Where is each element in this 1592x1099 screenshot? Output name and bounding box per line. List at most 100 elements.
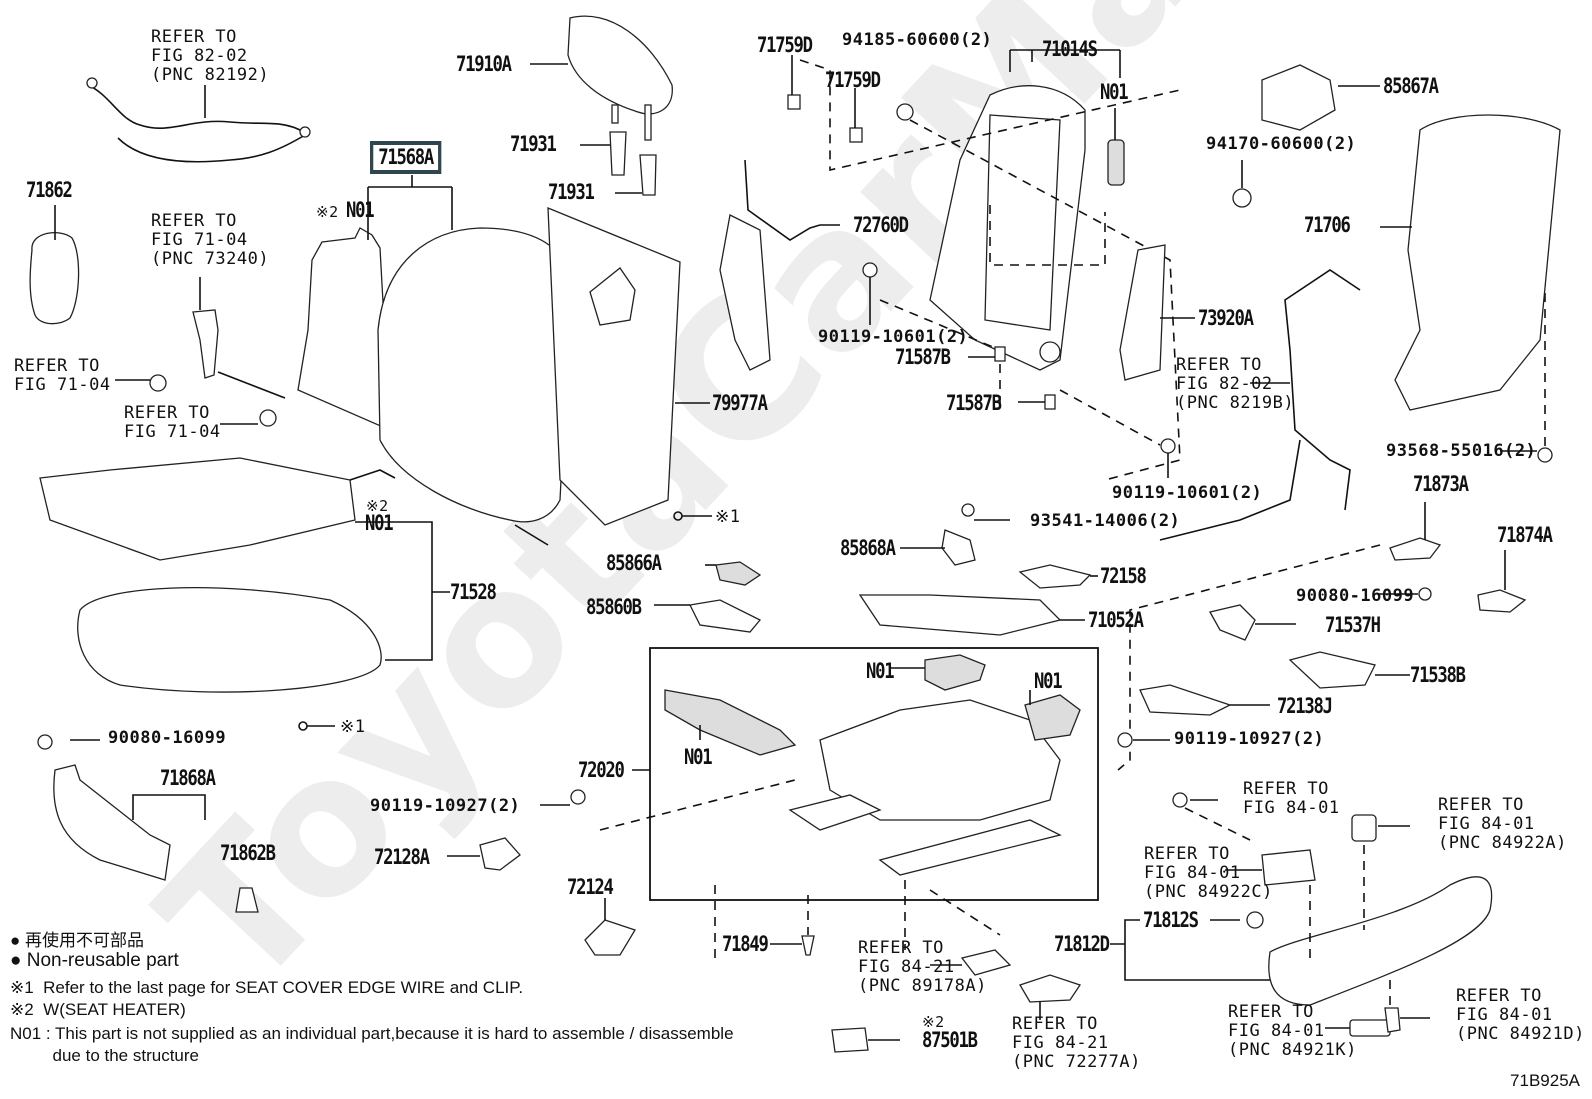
part-shield-71868A [53, 764, 171, 881]
part-label-72020[interactable]: 72020 [578, 758, 625, 782]
ref-fig-84-21-pnc-72277A[interactable]: REFER TO FIG 84-21 (PNC 72277A) [1012, 1014, 1141, 1072]
part-back-heater-n01 [297, 227, 391, 432]
heater-mark-87501B: ※2 [922, 1013, 945, 1031]
part-label-n01-cushion[interactable]: N01 [365, 511, 394, 535]
ref-fig-84-01-pnc-84921D[interactable]: REFER TO FIG 84-01 (PNC 84921D) [1456, 986, 1585, 1044]
ref-fig-71-04-pnc-73240[interactable]: REFER TO FIG 71-04 (PNC 73240) [151, 211, 270, 269]
ref-fig-82-02-pnc-8219B[interactable]: REFER TO FIG 82-02 (PNC 8219B) [1176, 355, 1295, 413]
part-switch-base-85860B [689, 599, 762, 633]
part-back-panel-71706 [1394, 114, 1561, 411]
part-label-71812S[interactable]: 71812S [1143, 908, 1199, 932]
part-label-n01-motor-a[interactable]: N01 [866, 659, 895, 683]
part-label-94170-60600[interactable]: 94170-60600(2) [1206, 134, 1357, 154]
part-label-71868A[interactable]: 71868A [160, 766, 216, 790]
part-label-71931-a[interactable]: 71931 [510, 132, 557, 156]
part-motor-n01-b [1024, 694, 1081, 741]
part-label-71874A[interactable]: 71874A [1497, 523, 1553, 547]
part-label-71849[interactable]: 71849 [722, 932, 769, 956]
part-label-71931-b[interactable]: 71931 [548, 180, 595, 204]
legend-note-2: ※2 W(SEAT HEATER) [10, 1000, 186, 1019]
part-label-87501B[interactable]: 87501B [922, 1028, 978, 1052]
part-connector-89178A [960, 949, 1012, 976]
part-label-71052A[interactable]: 71052A [1088, 608, 1144, 632]
part-label-72760D[interactable]: 72760D [853, 213, 909, 237]
part-nut-94185 [896, 103, 914, 121]
part-label-71873A[interactable]: 71873A [1413, 472, 1469, 496]
part-label-72124[interactable]: 72124 [567, 875, 614, 899]
part-label-71538B[interactable]: 71538B [1410, 663, 1466, 687]
clip-note-mark-b: ※1 [340, 717, 366, 737]
part-label-72138J[interactable]: 72138J [1277, 694, 1333, 718]
part-label-94185-60600[interactable]: 94185-60600(2) [842, 30, 993, 50]
part-knob-84921D [1384, 1007, 1401, 1033]
legend-n01-note: N01 : This part is not supplied as an in… [10, 1024, 734, 1065]
part-label-71587B-a[interactable]: 71587B [895, 345, 951, 369]
adjuster-group-box [649, 647, 1099, 901]
part-label-71528[interactable]: 71528 [450, 580, 497, 604]
part-label-n01-motor-b[interactable]: N01 [1034, 669, 1063, 693]
part-connector-72277A [1019, 974, 1082, 1003]
part-label-71706[interactable]: 71706 [1304, 213, 1351, 237]
part-label-90119-10601-a[interactable]: 90119-10601(2) [818, 327, 969, 347]
part-label-n01-backpad[interactable]: N01 [346, 198, 375, 222]
part-label-72158[interactable]: 72158 [1100, 564, 1147, 588]
ref-fig-84-21-pnc-89178A[interactable]: REFER TO FIG 84-21 (PNC 89178A) [858, 938, 987, 996]
part-seatbelt-buckle [115, 277, 286, 427]
part-label-71862[interactable]: 71862 [26, 178, 73, 202]
part-label-71568A-highlighted[interactable]: 71568A [370, 141, 442, 174]
part-screw-84-01 [1172, 792, 1188, 808]
part-label-93568-55016[interactable]: 93568-55016(2) [1386, 441, 1537, 461]
part-label-85868A[interactable]: 85868A [840, 536, 896, 560]
part-label-n01-motor-c[interactable]: N01 [684, 745, 713, 769]
part-cushion-heater-n01 [39, 457, 356, 561]
legend-note-1: ※1 Refer to the last page for SEAT COVER… [10, 978, 524, 997]
part-label-85866A[interactable]: 85866A [606, 551, 662, 575]
part-label-90080-16099-a[interactable]: 90080-16099 [108, 728, 227, 748]
part-side-shield-71812D [1268, 876, 1493, 1006]
ref-fig-71-04-a[interactable]: REFER TO FIG 71-04 [14, 356, 111, 395]
part-label-72128A[interactable]: 72128A [374, 845, 430, 869]
part-bolt-90119-10601-b [1160, 438, 1176, 454]
part-label-90119-10601-b[interactable]: 90119-10601(2) [1112, 483, 1263, 503]
illustration-code: 71B925A [1510, 1071, 1580, 1090]
part-bolt-90119-10601-a [862, 262, 878, 278]
part-label-71014S[interactable]: 71014S [1042, 37, 1098, 61]
ref-fig-84-01-pnc-84921K[interactable]: REFER TO FIG 84-01 (PNC 84921K) [1228, 1002, 1357, 1060]
part-label-n01-frame[interactable]: N01 [1100, 80, 1129, 104]
part-label-93541-14006[interactable]: 93541-14006(2) [1030, 511, 1181, 531]
part-label-90119-10927-a[interactable]: 90119-10927(2) [1174, 729, 1325, 749]
part-label-85860B[interactable]: 85860B [586, 595, 642, 619]
ref-fig-82-02-pnc-82192[interactable]: REFER TO FIG 82-02 (PNC 82192) [151, 27, 270, 85]
part-motor-n01-c [664, 689, 797, 756]
part-label-90119-10927-b[interactable]: 90119-10927(2) [370, 796, 521, 816]
part-label-71759D-b[interactable]: 71759D [825, 68, 881, 92]
part-recliner-72760D [719, 214, 771, 371]
ref-fig-84-01-pnc-84922C[interactable]: REFER TO FIG 84-01 (PNC 84922C) [1144, 844, 1273, 902]
part-label-79977A[interactable]: 79977A [712, 391, 768, 415]
wire-harness-82192 [86, 77, 311, 163]
ref-fig-84-01-pnc-84922A[interactable]: REFER TO FIG 84-01 (PNC 84922A) [1438, 795, 1567, 853]
part-label-71862B[interactable]: 71862B [220, 841, 276, 865]
part-label-90080-16099-b[interactable]: 90080-16099 [1296, 586, 1415, 606]
part-label-71587B-b[interactable]: 71587B [946, 391, 1002, 415]
part-cover-72124 [584, 919, 636, 956]
part-label-71812D[interactable]: 71812D [1054, 932, 1110, 956]
ref-fig-84-01[interactable]: REFER TO FIG 84-01 [1243, 779, 1340, 818]
part-knob-71812S [1246, 911, 1264, 929]
part-screw-71849 [801, 935, 815, 956]
part-lumbar-85867A [1261, 64, 1336, 131]
part-label-71910A[interactable]: 71910A [456, 52, 512, 76]
part-label-71537H[interactable]: 71537H [1325, 613, 1381, 637]
part-bolt-90119-10927-a [1117, 732, 1133, 748]
part-label-71759D-a[interactable]: 71759D [757, 33, 813, 57]
part-cover-72158 [1018, 564, 1092, 589]
part-headrest-guide-71931 [609, 131, 657, 196]
part-cover-71538B [1288, 651, 1376, 689]
part-label-85867A[interactable]: 85867A [1383, 74, 1439, 98]
clip-note-mark-a: ※1 [715, 507, 741, 527]
part-label-73920A[interactable]: 73920A [1198, 306, 1254, 330]
part-switch-85866A [715, 561, 762, 586]
ref-fig-71-04-b[interactable]: REFER TO FIG 71-04 [124, 403, 221, 442]
